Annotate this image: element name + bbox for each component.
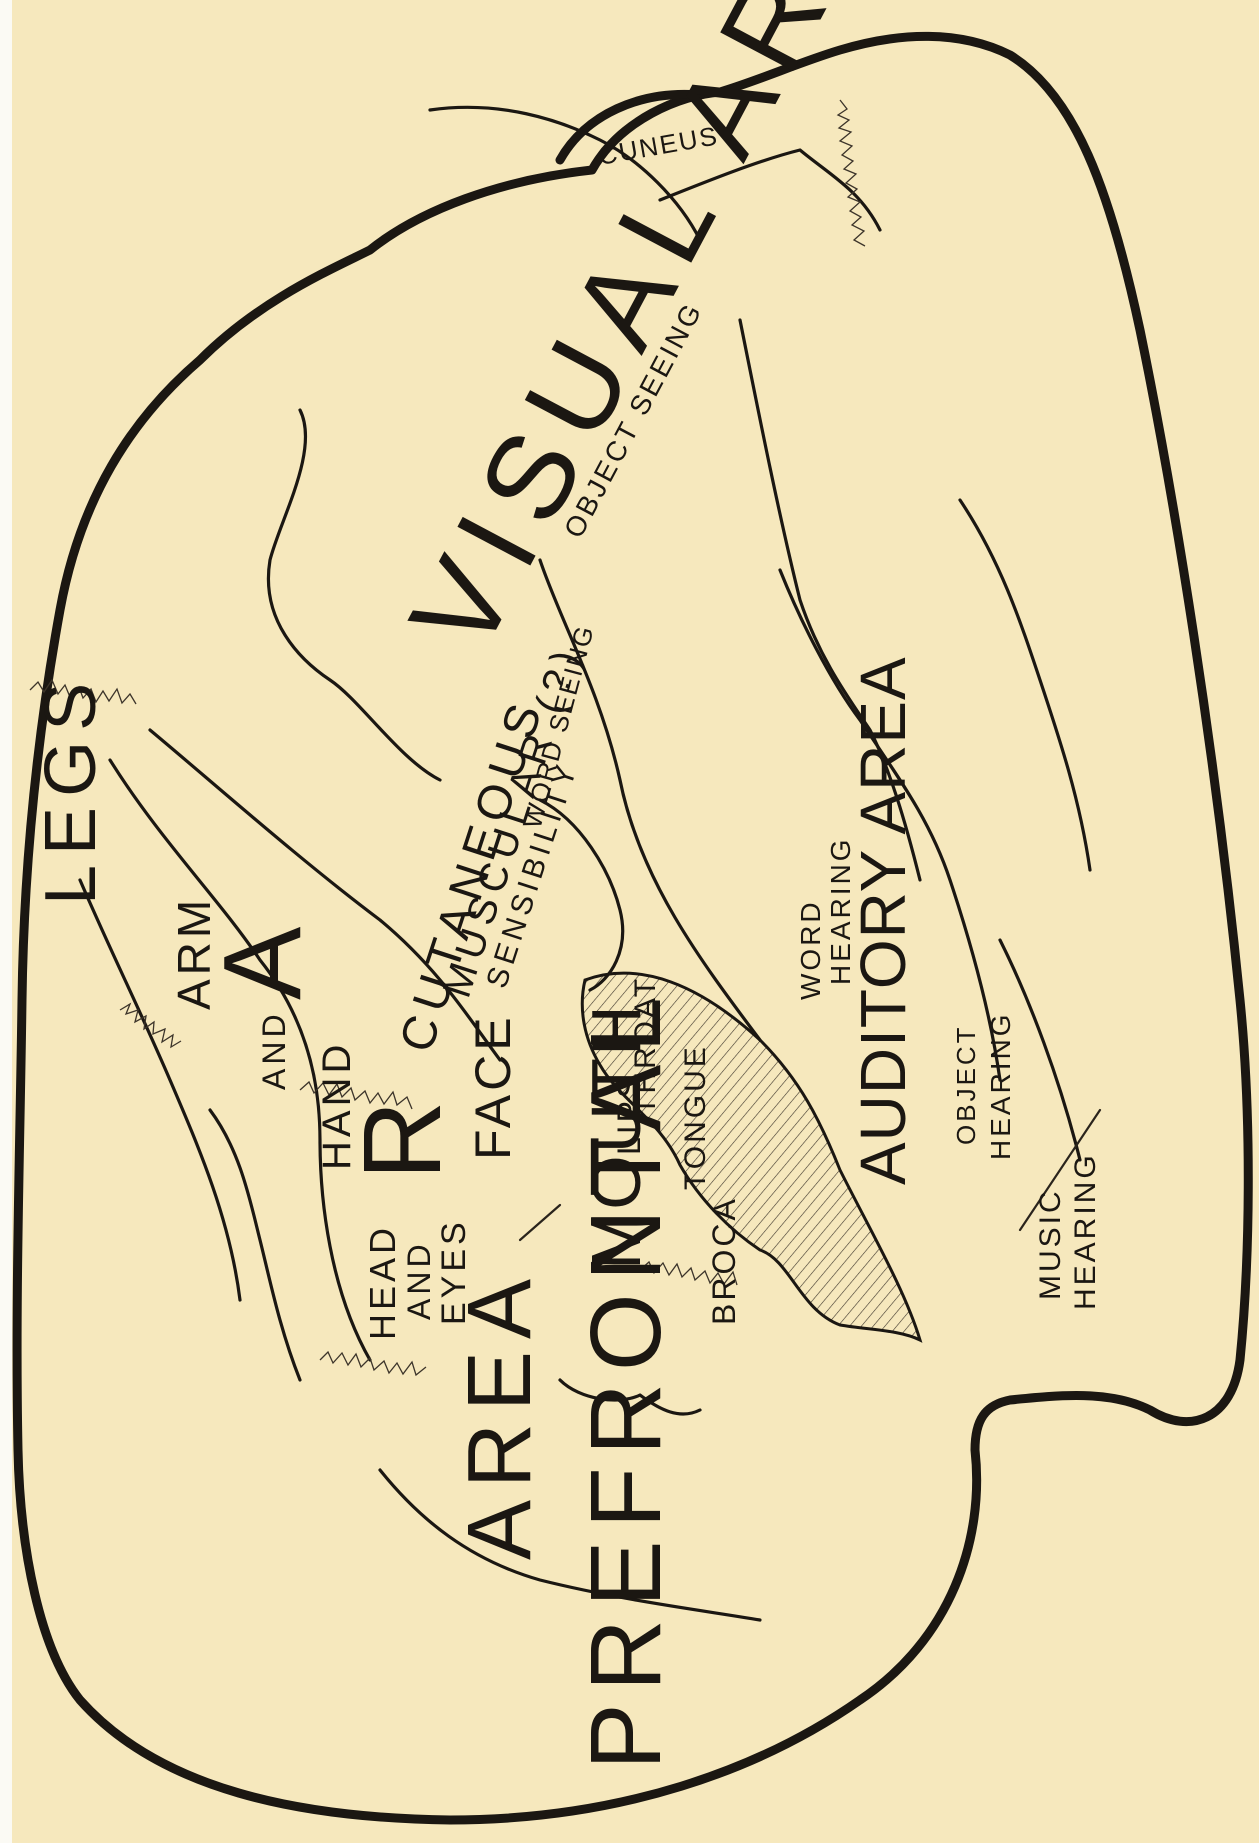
label-object: OBJECT bbox=[951, 1024, 981, 1145]
label-and-2: AND bbox=[401, 1240, 437, 1320]
label-word: WORD bbox=[795, 899, 826, 1000]
label-and-1: AND bbox=[256, 1010, 292, 1090]
label-head: HEAD bbox=[362, 1224, 403, 1340]
label-legs: LEGS bbox=[31, 673, 111, 905]
label-face: FACE bbox=[465, 1013, 521, 1160]
mouth-pointer bbox=[520, 1205, 560, 1240]
label-hearing-2: HEARING bbox=[985, 1011, 1016, 1160]
head-area-fuzz bbox=[320, 1352, 426, 1375]
inferior-temporal-sulcus bbox=[960, 500, 1090, 870]
label-prefrontal-area: AREA bbox=[450, 1267, 550, 1560]
label-prefrontal: PREFRONTAL bbox=[570, 985, 682, 1770]
label-hearing-3: HEARING bbox=[1069, 1152, 1102, 1310]
label-auditory-area: AUDITORY AREA bbox=[847, 656, 919, 1185]
visual-area-fuzz bbox=[838, 100, 865, 246]
label-tongue: TONGUE bbox=[679, 1044, 712, 1190]
label-music: MUSIC bbox=[1034, 1188, 1067, 1300]
label-broca: BROCA bbox=[706, 1196, 742, 1325]
prefrontal-sulcus-upper bbox=[210, 1110, 300, 1380]
label-motor-letter-r: R bbox=[341, 1101, 464, 1180]
label-motor-letter-a: A bbox=[201, 926, 324, 1000]
